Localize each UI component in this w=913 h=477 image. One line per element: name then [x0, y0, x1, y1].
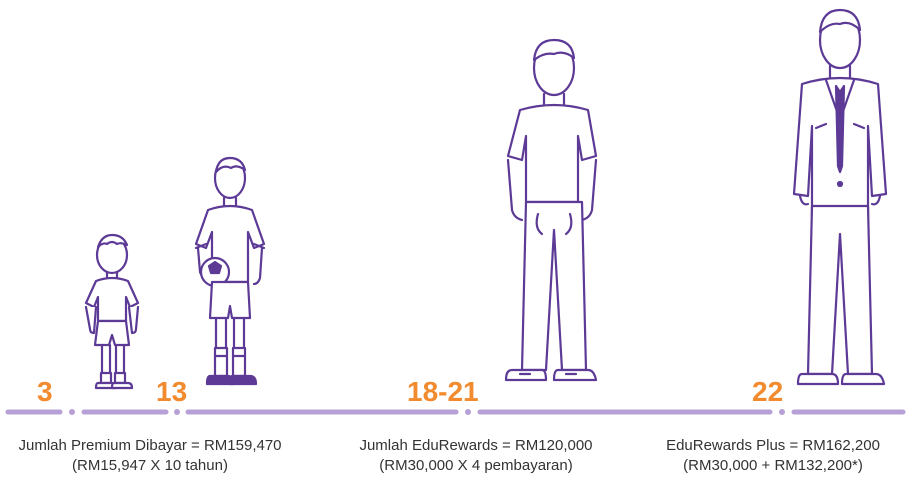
caption-line-1: EduRewards Plus = RM162,200	[666, 437, 880, 454]
man-in-suit-figure	[790, 8, 890, 403]
boy-with-soccer-ball-figure	[190, 156, 270, 406]
young-man-figure	[500, 38, 600, 403]
age-label-22: 22	[752, 376, 784, 407]
timeline-bar	[5, 409, 906, 415]
caption-line-1: Jumlah Premium Dibayar = RM159,470	[18, 437, 282, 454]
caption-line-2: (RM30,000 X 4 pembayaran)	[379, 457, 573, 474]
age-label-3: 3	[37, 376, 53, 407]
toddler-figure	[76, 233, 146, 409]
caption-line-2: (RM30,000 + RM132,200*)	[683, 457, 863, 474]
caption-edurewards: Jumlah EduRewards = RM120,000 (RM30,000 …	[326, 436, 626, 476]
age-label-18-21: 18-21	[407, 376, 479, 407]
caption-premium-paid: Jumlah Premium Dibayar = RM159,470 (RM15…	[0, 436, 300, 476]
caption-line-2: (RM15,947 X 10 tahun)	[72, 457, 228, 474]
age-label-13: 13	[156, 376, 188, 407]
caption-edurewards-plus: EduRewards Plus = RM162,200 (RM30,000 + …	[623, 436, 913, 476]
caption-line-1: Jumlah EduRewards = RM120,000	[359, 437, 593, 454]
